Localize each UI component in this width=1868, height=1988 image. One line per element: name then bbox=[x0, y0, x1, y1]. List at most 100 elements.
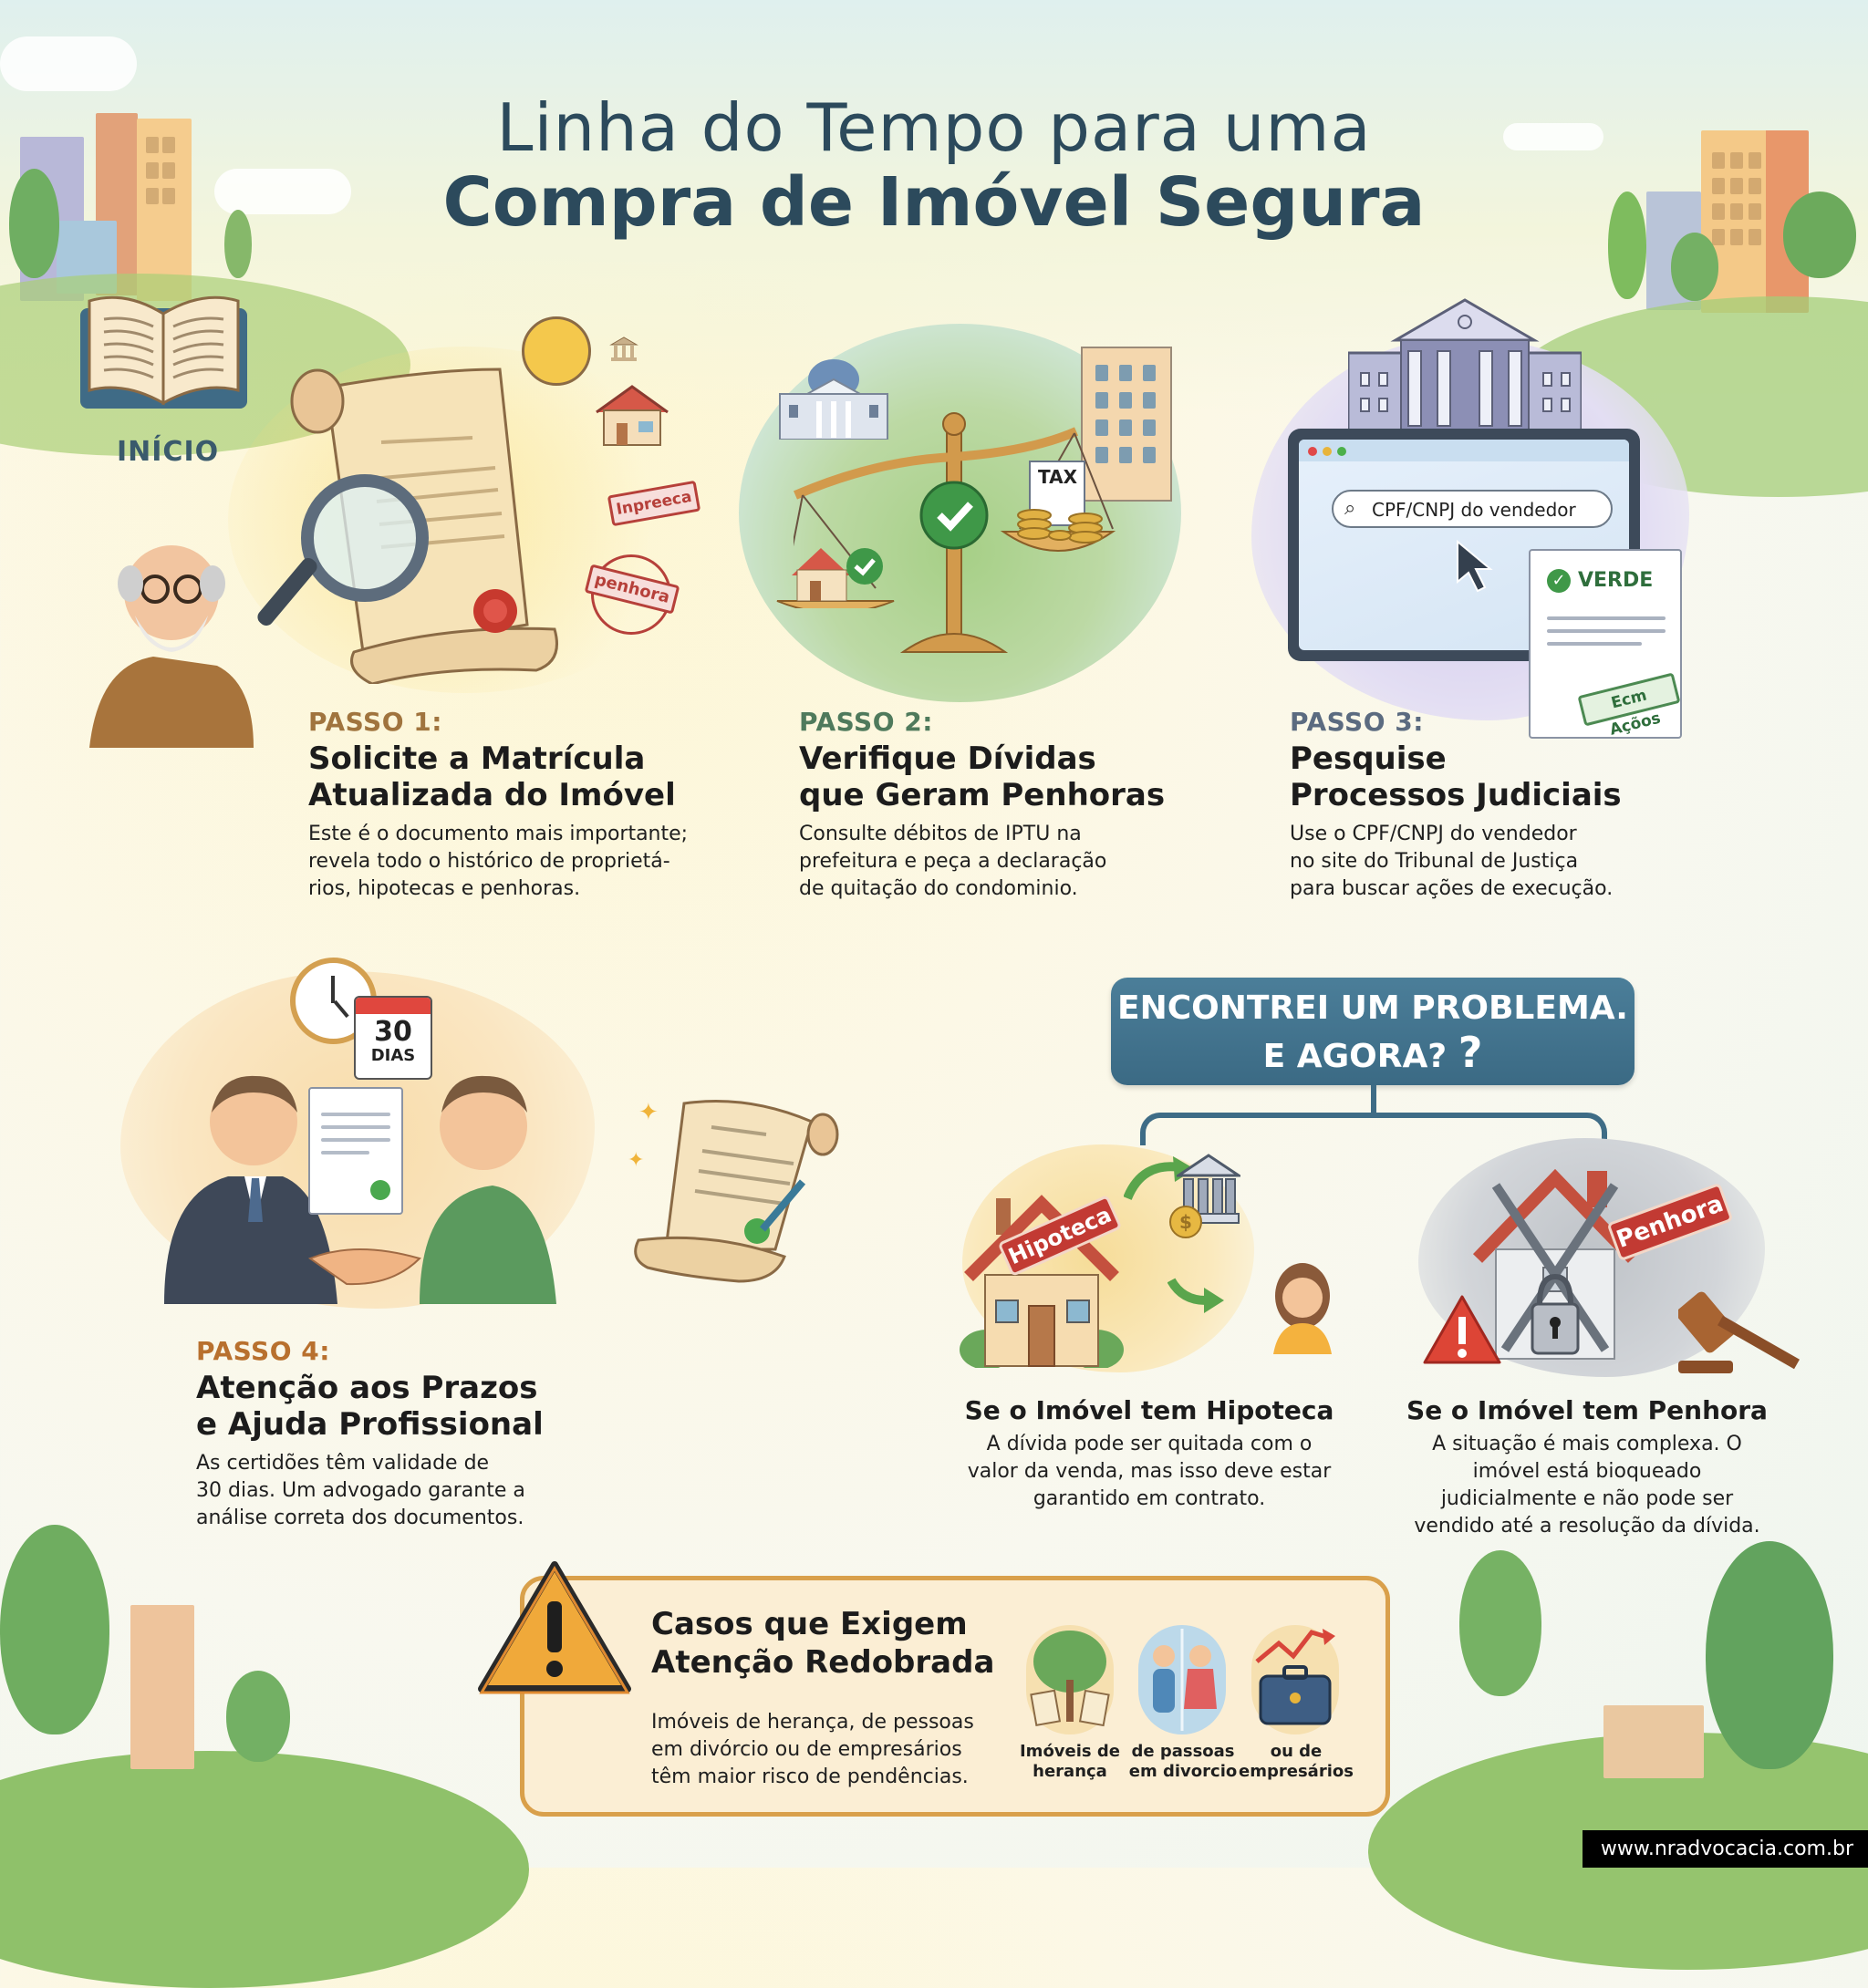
seal-icon bbox=[370, 1180, 390, 1200]
brace-stem bbox=[1371, 1085, 1376, 1113]
case-2-description: A situação é mais complexa. O imóvel est… bbox=[1386, 1431, 1788, 1540]
case-2-title: Se o Imóvel tem Penhora bbox=[1406, 1395, 1768, 1425]
mortgage-house-icon bbox=[960, 1186, 1124, 1370]
warning-title-line-2: Atenção Redobrada bbox=[651, 1644, 995, 1681]
warning-desc-line: têm maior risco de pendências. bbox=[651, 1765, 969, 1788]
step-2-desc-line: Consulte débitos de IPTU na bbox=[799, 823, 1082, 845]
case-1-desc-line: valor da venda, mas isso deve estar bbox=[967, 1460, 1332, 1483]
tree bbox=[1671, 233, 1718, 301]
warning-item-label: em divorcio bbox=[1128, 1762, 1238, 1781]
problem-banner: ENCONTREI UM PROBLEMA. E AGORA? ? bbox=[1111, 978, 1634, 1085]
step-1-title-line-1: Solicite a Matrícula bbox=[308, 740, 646, 777]
certificate-document bbox=[308, 1087, 403, 1215]
step-4-desc-line: As certidões têm validade de bbox=[196, 1452, 490, 1475]
check-circle-icon: ✓ bbox=[1547, 569, 1571, 593]
warning-item-label: herança bbox=[1033, 1762, 1107, 1781]
page-title: Linha do Tempo para uma Compra de Imóvel… bbox=[0, 91, 1868, 241]
building bbox=[137, 119, 192, 301]
step-2-label: PASSO 2: bbox=[799, 707, 933, 737]
warning-title-line-1: Casos que Exigem bbox=[651, 1606, 968, 1642]
window-maximize-dot bbox=[1337, 447, 1346, 456]
website-url[interactable]: www.nradvocacia.com.br bbox=[1582, 1830, 1868, 1868]
dollar-coin-icon: $ bbox=[1169, 1206, 1202, 1238]
step-2-desc-line: prefeitura e peça a declaração bbox=[799, 850, 1107, 873]
search-input[interactable]: ⌕ CPF/CNPJ do vendedor bbox=[1332, 490, 1613, 528]
step-3-desc-line: no site do Tribunal de Justiça bbox=[1290, 850, 1579, 873]
title-line-2: Compra de Imóvel Segura bbox=[442, 162, 1426, 242]
cursor-arrow-icon bbox=[1454, 539, 1500, 595]
coins-icon bbox=[1014, 506, 1105, 544]
step-4-desc-line: 30 dias. Um advogado garante a bbox=[196, 1479, 525, 1502]
step-2-title-line-2: que Geram Penhoras bbox=[799, 777, 1166, 813]
seized-house-icon bbox=[1468, 1158, 1642, 1368]
step-4-description: As certidões têm validade de 30 dias. Um… bbox=[196, 1450, 579, 1532]
step-3-description: Use o CPF/CNPJ do vendedor no site do Tr… bbox=[1290, 821, 1673, 903]
house-icon bbox=[593, 383, 671, 447]
case-2-desc-line: judicialmente e não pode ser bbox=[1440, 1487, 1734, 1510]
warning-description: Imóveis de herança, de pessoas em divórc… bbox=[651, 1709, 998, 1791]
problem-question: E AGORA? bbox=[1262, 1038, 1448, 1075]
tree bbox=[0, 1525, 109, 1734]
person-avatar-icon bbox=[522, 316, 591, 386]
case-1-description: A dívida pode ser quitada com o valor da… bbox=[949, 1431, 1350, 1513]
step-3-desc-line: Use o CPF/CNPJ do vendedor bbox=[1290, 823, 1577, 845]
calendar-number: 30 bbox=[374, 1016, 412, 1048]
warning-text: Casos que Exigem Atenção Redobrada Imóve… bbox=[651, 1605, 998, 1791]
calendar-icon: 30 DIAS bbox=[354, 996, 432, 1080]
clock-hour-hand bbox=[331, 976, 335, 1003]
case-2-desc-line: A situação é mais complexa. O bbox=[1432, 1433, 1742, 1455]
step-4-title-line-1: Atenção aos Prazos bbox=[196, 1370, 538, 1406]
balance-scale-icon bbox=[784, 388, 1122, 670]
warning-desc-line: Imóveis de herança, de pessoas bbox=[651, 1711, 974, 1734]
title-line-1: Linha do Tempo para uma bbox=[496, 89, 1372, 166]
step-3-title-line-2: Processos Judiciais bbox=[1290, 777, 1622, 813]
cloud bbox=[1503, 123, 1603, 150]
couple-divorce-icon bbox=[1138, 1625, 1226, 1734]
house bbox=[1603, 1705, 1704, 1778]
building bbox=[130, 1605, 194, 1769]
case-2-desc-line: vendido até a resolução da dívida. bbox=[1414, 1515, 1760, 1538]
step-3-desc-line: para buscar ações de execução. bbox=[1290, 877, 1614, 900]
browser-title-bar bbox=[1299, 440, 1629, 461]
document-lines bbox=[1547, 607, 1666, 655]
warning-item-label: Imóveis de bbox=[1019, 1742, 1120, 1761]
case-1-title: Se o Imóvel tem Hipoteca bbox=[964, 1395, 1334, 1425]
city-hall-icon bbox=[762, 357, 906, 440]
tree bbox=[226, 1671, 290, 1762]
step-1-desc-line: revela todo o histórico de proprietá- bbox=[308, 850, 670, 873]
woman-avatar-icon bbox=[1270, 1263, 1335, 1354]
step-1-desc-line: rios, hipotecas e penhoras. bbox=[308, 877, 581, 900]
warning-item-heranca: Imóveis de herança bbox=[1011, 1742, 1129, 1782]
tree bbox=[1608, 192, 1646, 299]
step-4-desc-line: análise correta dos documentos. bbox=[196, 1507, 524, 1529]
branch-brace bbox=[1140, 1113, 1607, 1145]
step-1-title-line-2: Atualizada do Imóvel bbox=[308, 777, 676, 813]
step-4: PASSO 4: Atenção aos Prazos e Ajuda Prof… bbox=[196, 1336, 579, 1532]
case-1-desc-line: garantido em contrato. bbox=[1033, 1487, 1266, 1510]
step-2-desc-line: de quitação do condominio. bbox=[799, 877, 1078, 900]
window-minimize-dot bbox=[1323, 447, 1332, 456]
question-mark-icon: ? bbox=[1458, 1028, 1483, 1077]
warning-item-empresarios: ou de empresários bbox=[1237, 1742, 1355, 1782]
step-2-title-line-1: Verifique Dívidas bbox=[799, 740, 1096, 777]
clock-minute-hand bbox=[333, 999, 349, 1019]
cloud bbox=[0, 36, 137, 91]
calendar-header bbox=[356, 998, 431, 1014]
apartment-building-icon bbox=[1081, 347, 1172, 502]
signed-contract-icon bbox=[629, 1094, 848, 1286]
warning-item-divorcio: de passoas em divorcio bbox=[1124, 1742, 1242, 1782]
old-man-illustration bbox=[80, 529, 263, 748]
green-arrow-icon bbox=[1167, 1277, 1226, 1313]
magnifier-icon bbox=[301, 474, 429, 602]
step-3-title-line-1: Pesquise bbox=[1290, 740, 1447, 777]
open-book-icon bbox=[75, 290, 253, 418]
step-2: PASSO 2: Verifique Dívidas que Geram Pen… bbox=[799, 707, 1200, 903]
tree-inheritance-icon bbox=[1026, 1625, 1114, 1734]
search-query: CPF/CNPJ do vendedor bbox=[1372, 499, 1576, 521]
step-3-label: PASSO 3: bbox=[1290, 707, 1424, 737]
left-pan-house bbox=[775, 543, 896, 614]
cloud bbox=[214, 169, 351, 214]
warning-triangle-icon bbox=[476, 1559, 633, 1696]
tree bbox=[1459, 1550, 1541, 1696]
step-1-desc-line: Este é o documento mais importante; bbox=[308, 823, 689, 845]
